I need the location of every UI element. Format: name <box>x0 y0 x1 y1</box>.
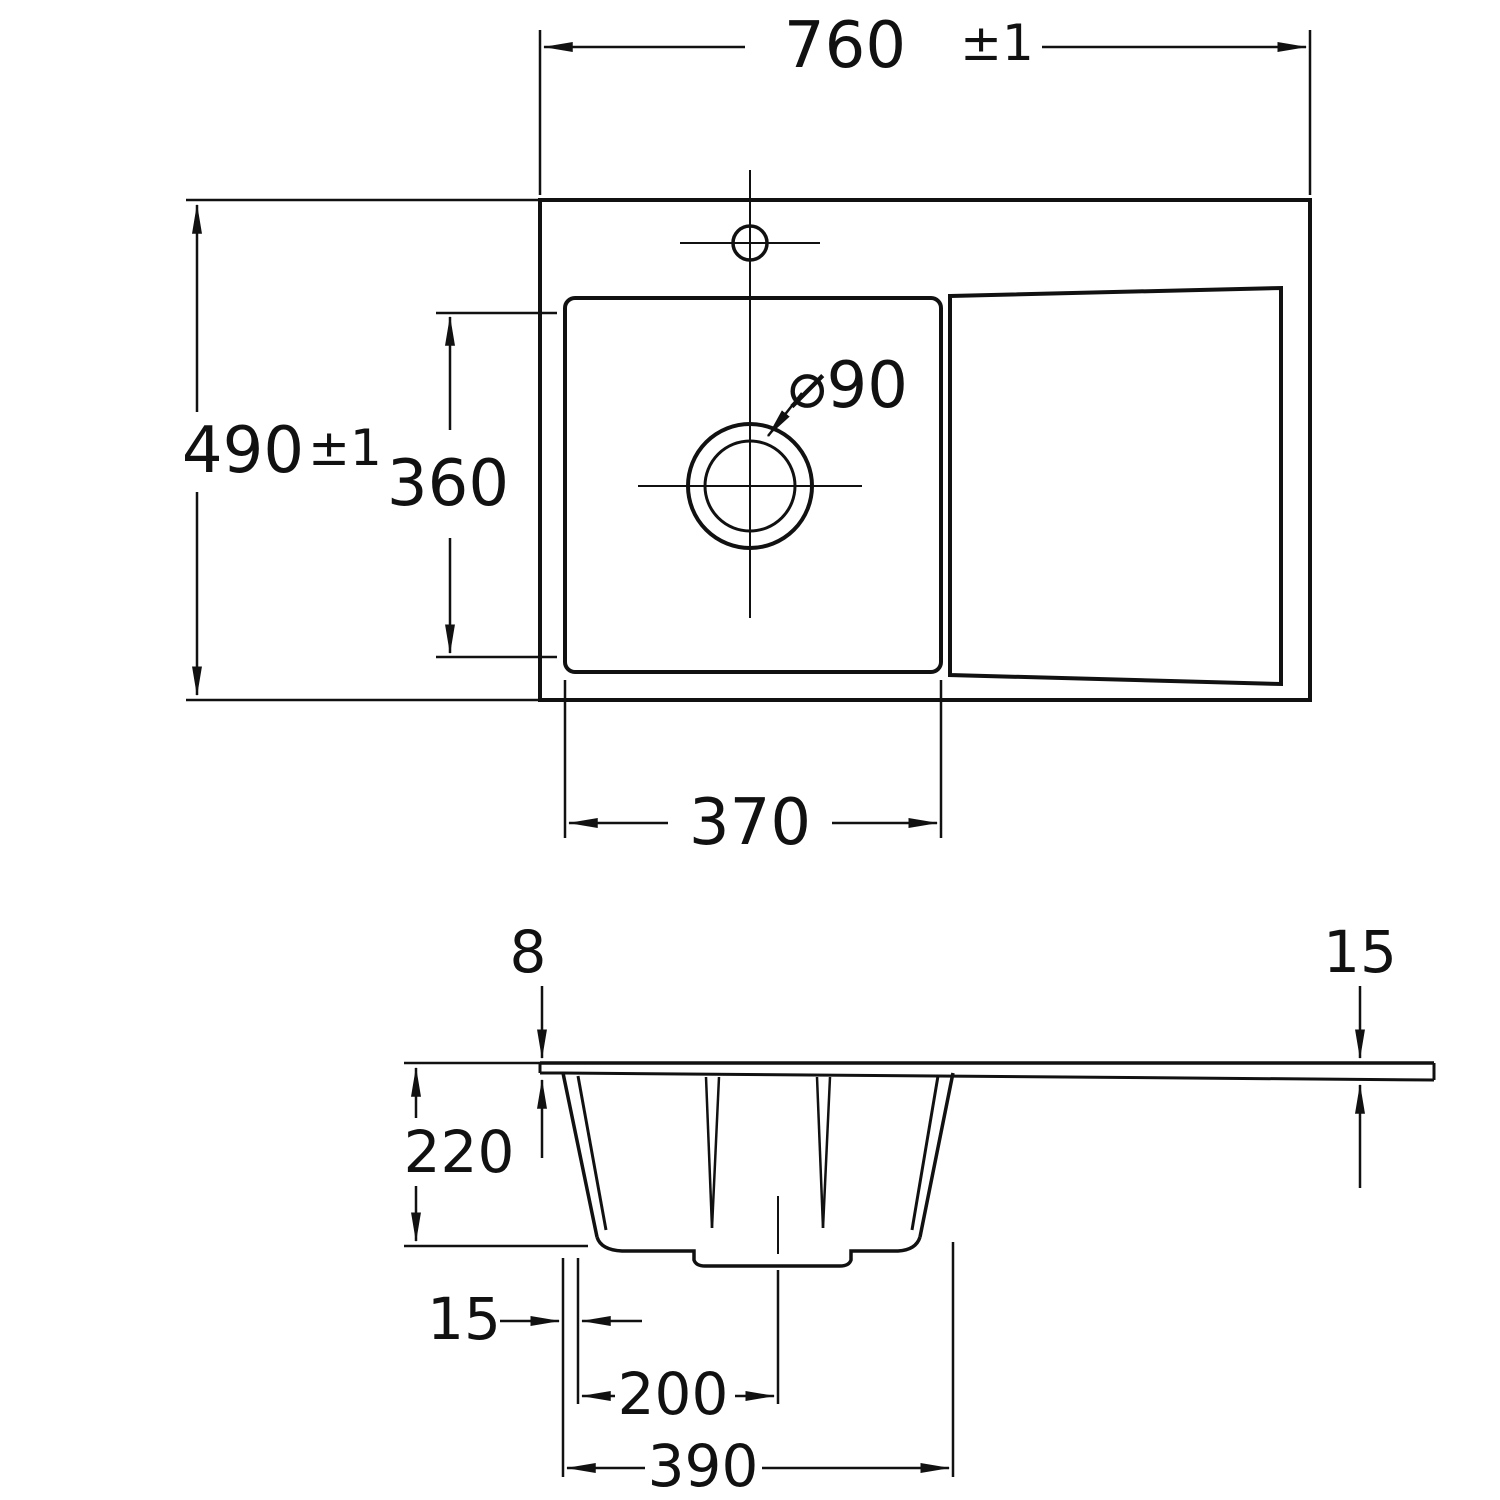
right-edge-thickness-label: 15 <box>1323 918 1397 986</box>
overall-depth-label: 490 <box>182 414 304 488</box>
bowl-right-inner-wall <box>910 1075 940 1231</box>
bowl-rib-1-left <box>704 1076 714 1229</box>
overall-width-label: 760 <box>784 9 906 83</box>
rim-thickness-label: 8 <box>510 918 547 986</box>
drain-offset-label: 200 <box>618 1360 729 1428</box>
drain-diameter-leader-arrow <box>767 392 803 437</box>
bowl-width-label: 370 <box>689 786 811 860</box>
section-view: 8 15 220 15 200 390 <box>404 918 1436 1500</box>
bowl-outline <box>563 296 943 674</box>
overall-width-tolerance: ±1 <box>960 14 1034 72</box>
bowl-right-outer-wall <box>918 1072 955 1238</box>
drain-diameter-label: ⌀90 <box>788 349 908 423</box>
bowl-rib-2-left <box>815 1076 825 1229</box>
overall-depth-tolerance: ±1 <box>308 419 382 477</box>
bowl-bottom-profile <box>595 1236 922 1268</box>
bowl-outer-width-label: 390 <box>648 1432 759 1500</box>
bowl-left-outer-wall <box>561 1072 599 1238</box>
sink-outer-outline <box>538 198 1312 702</box>
top-view: ⌀90 760 ±1 490 ±1 360 370 <box>182 9 1312 860</box>
drainboard-outline <box>948 285 1283 687</box>
bowl-rib-2-right <box>821 1076 832 1229</box>
bowl-section-depth-label: 220 <box>404 1118 515 1186</box>
bowl-depth-label: 360 <box>387 447 509 521</box>
bowl-rib-1-right <box>710 1076 721 1229</box>
wall-thickness-label: 15 <box>427 1285 501 1353</box>
section-rim-underside <box>562 1071 1435 1082</box>
bowl-left-inner-wall <box>576 1075 608 1231</box>
